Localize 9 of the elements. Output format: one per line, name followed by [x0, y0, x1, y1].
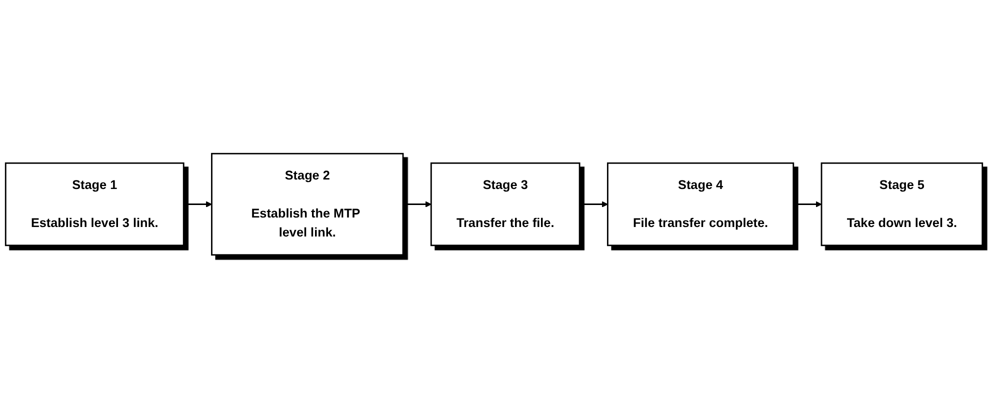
node-box: Stage 3 Transfer the file. — [430, 162, 580, 246]
arrow — [184, 201, 212, 208]
node-box: Stage 2 Establish the MTP level link. — [211, 153, 404, 256]
node-box: Stage 5 Take down level 3. — [820, 162, 984, 246]
arrow — [793, 201, 822, 208]
arrow — [403, 201, 432, 208]
node-box: Stage 4 File transfer complete. — [606, 162, 794, 246]
arrow — [580, 201, 608, 208]
node-box: Stage 1 Establish level 3 link. — [4, 162, 184, 246]
